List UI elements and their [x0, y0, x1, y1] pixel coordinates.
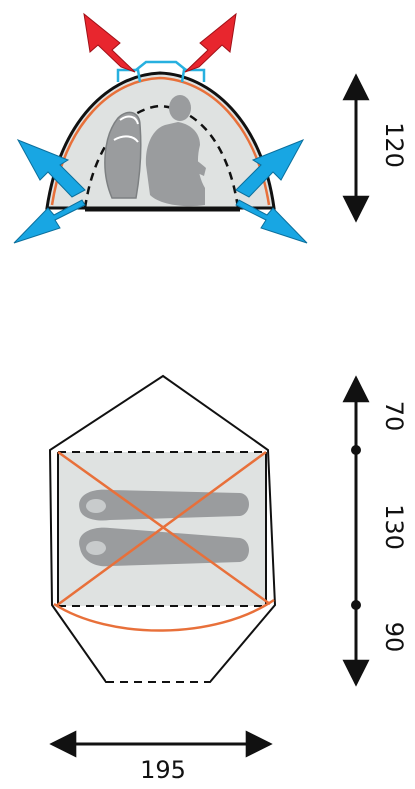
backpack-icon [104, 111, 142, 199]
front-view: 120 [13, 12, 408, 244]
top-view: 70 130 90 195 [48, 374, 408, 784]
width-label: 195 [140, 756, 186, 784]
dimension-dot-rear [351, 600, 361, 610]
height-label: 120 [380, 122, 408, 168]
person-icon [145, 95, 206, 207]
front-vestibule-label: 70 [380, 401, 408, 432]
red-arrow-icon [83, 12, 237, 73]
dimension-dot-front [351, 445, 361, 455]
inner-length-label: 130 [380, 504, 408, 550]
flysheet-seam [50, 76, 271, 206]
blue-arrow-icon [13, 139, 308, 244]
pole-crossing [53, 450, 275, 632]
rear-vestibule-label: 90 [380, 622, 408, 653]
